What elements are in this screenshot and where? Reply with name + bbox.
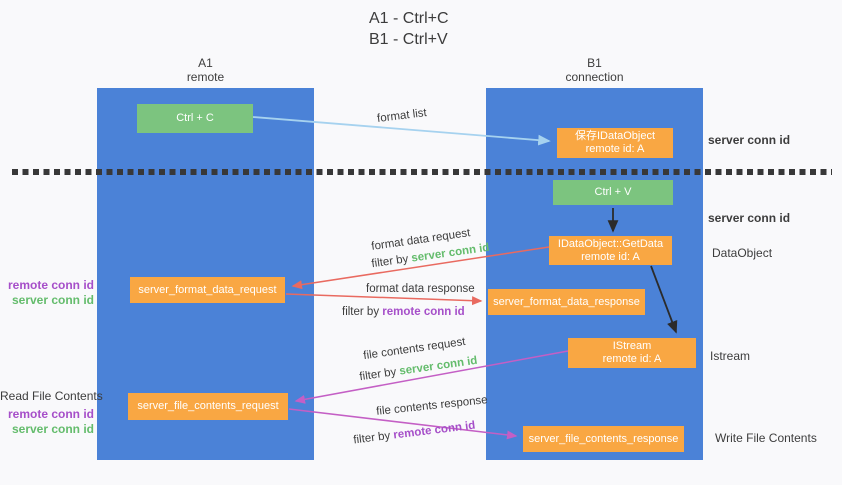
label-conn-ids-left-bottom: remote conn id server conn id: [0, 407, 94, 437]
server-conn-id-label: server conn id: [11, 293, 94, 307]
column-a1-role: remote: [186, 70, 225, 84]
label-format-data-response: format data response: [366, 283, 475, 295]
server-conn-id-label: server conn id: [11, 422, 94, 436]
node-file-request-label: server_file_contents_request: [137, 400, 279, 412]
label-server-conn-id-mid-right: server conn id: [708, 211, 791, 225]
label-file-contents-response: file contents response: [375, 394, 489, 418]
label-istream: Istream: [710, 349, 751, 363]
phase-separator-dotted-line: [12, 169, 832, 175]
node-istream-line1: IStream: [612, 340, 652, 352]
node-format-request-label: server_format_data_request: [138, 283, 277, 296]
node-file-response-label: server_file_contents_response: [528, 432, 679, 445]
diagram-title: A1 - Ctrl+C B1 - Ctrl+V: [369, 8, 449, 50]
node-server-format-data-response: server_format_data_response: [488, 289, 645, 315]
filter-by-text: filter by: [342, 306, 380, 318]
label-write-file-contents: Write File Contents: [715, 431, 817, 445]
node-getdata-line1: IDataObject::GetData: [557, 237, 664, 250]
title-line-2: B1 - Ctrl+V: [369, 31, 448, 48]
node-istream: IStream remote id: A: [568, 338, 696, 368]
column-b1-role: connection: [565, 70, 624, 84]
label-conn-ids-left-top: remote conn id server conn id: [0, 278, 94, 308]
remote-conn-id-label: remote conn id: [7, 278, 94, 292]
remote-conn-id-text: remote conn id: [382, 306, 465, 318]
remote-conn-id-label: remote conn id: [7, 407, 94, 421]
read-file-contents-text: Read File Contents: [0, 389, 103, 403]
node-ctrl-c: Ctrl + C: [137, 104, 253, 133]
label-dataobject: DataObject: [712, 246, 773, 260]
node-save-idataobject: 保存IDataObject remote id: A: [557, 128, 673, 158]
node-istream-line2: remote id: A: [602, 353, 662, 365]
label-filter-by-remote-conn-id-2: filter by remote conn id: [353, 420, 476, 447]
node-idataobject-getdata: IDataObject::GetData remote id: A: [549, 236, 672, 265]
column-b1-name: B1: [587, 56, 602, 70]
filter-by-text: filter by: [358, 366, 398, 384]
title-line-1: A1 - Ctrl+C: [369, 10, 449, 27]
label-read-file-contents: Read File Contents: [0, 389, 103, 404]
node-save-idataobject-line1: 保存IDataObject: [574, 130, 656, 142]
node-ctrl-c-label: Ctrl + C: [176, 112, 214, 124]
node-server-format-data-request: server_format_data_request: [130, 277, 285, 303]
node-ctrl-v: Ctrl + V: [553, 180, 673, 205]
node-server-file-contents-response: server_file_contents_response: [523, 426, 684, 452]
label-format-list: format list: [376, 107, 428, 125]
node-ctrl-v-label: Ctrl + V: [594, 186, 632, 198]
filter-by-text: filter by: [352, 430, 391, 447]
node-server-file-contents-request: server_file_contents_request: [128, 393, 288, 420]
node-save-idataobject-line2: remote id: A: [585, 143, 645, 155]
arrow-format-data-response: [285, 293, 483, 306]
filter-by-text: filter by: [370, 253, 410, 271]
column-a1-name: A1: [198, 56, 213, 70]
remote-conn-id-text: remote conn id: [392, 419, 476, 442]
label-filter-by-remote-conn-id-1: filter by remote conn id: [342, 306, 465, 318]
label-server-conn-id-top-right: server conn id: [708, 133, 791, 147]
column-header-a1: A1 remote: [97, 56, 314, 84]
column-header-b1: B1 connection: [486, 56, 703, 84]
node-getdata-line2: remote id: A: [581, 250, 640, 263]
node-format-response-label: server_format_data_response: [493, 295, 640, 308]
server-conn-id-text: server conn id: [398, 354, 479, 378]
